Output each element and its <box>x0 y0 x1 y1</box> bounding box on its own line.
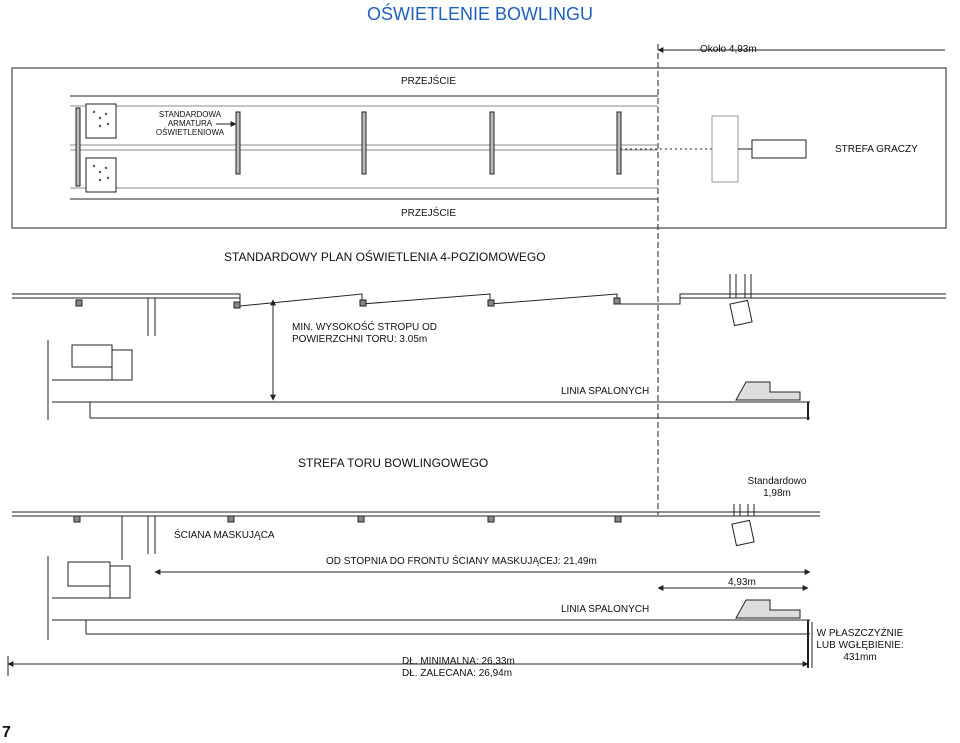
foul-line-label-1: LINIA SPALONYCH <box>561 386 650 397</box>
ceiling-note: MIN. WYSOKOŚĆ STROPU OD POWIERZCHNI TORU… <box>292 322 438 345</box>
approach-width-label: 4,93m <box>728 577 756 588</box>
overhead-monitor <box>729 299 753 327</box>
section2-title: STREFA TORU BOWLINGOWEGO <box>298 456 489 470</box>
pinsetter <box>71 344 113 368</box>
page-title: OŚWIETLENIE BOWLINGU <box>366 4 594 24</box>
light-fixture-4 <box>616 111 622 175</box>
pin-deck-2 <box>85 157 117 193</box>
light-fixture-1 <box>235 111 241 175</box>
section-lane-zone <box>7 504 820 676</box>
pin-deck-1 <box>85 103 117 139</box>
light-fixture-2 <box>361 111 367 175</box>
light-fixture-3 <box>489 111 495 175</box>
bowler-console <box>735 381 801 401</box>
overhead-monitor-2 <box>731 519 755 547</box>
bowler-console-2 <box>735 599 801 619</box>
section1-title: STANDARDOWY PLAN OŚWIETLENIA 4-POZIOMOWE… <box>224 250 546 264</box>
ball-return <box>711 115 739 183</box>
section-4-tier <box>12 274 946 420</box>
fixture-bar-pindeck <box>75 107 81 187</box>
player-console <box>751 139 807 159</box>
top-plan-view <box>11 44 947 515</box>
aisle-top-label: PRZEJŚCIE <box>401 76 457 87</box>
page-number: 7 <box>2 724 11 741</box>
foul-line-label-2: LINIA SPALONYCH <box>561 604 650 615</box>
recess-label: W PŁASZCZYŹNIE LUB WGŁĘBIENIE: 431mm <box>816 628 904 663</box>
ceiling-line <box>12 293 946 307</box>
fixture-label: STANDARDOWA ARMATURA OŚWIETLENIOWA <box>155 110 225 137</box>
rec-length-label: DŁ. ZALECANA: 26,94m <box>402 668 513 679</box>
min-length-label: DŁ. MINIMALNA: 26,33m <box>402 656 515 667</box>
player-zone-label: STREFA GRACZY <box>835 144 918 155</box>
masking-wall-label: ŚCIANA MASKUJĄCA <box>174 530 275 541</box>
width-label: Około 4,93m <box>700 44 757 55</box>
standard-height-label: Standardowo 1,98m <box>747 476 807 499</box>
plan-outline <box>11 67 947 229</box>
step-to-wall-label: OD STOPNIA DO FRONTU ŚCIANY MASKUJĄCEJ: … <box>326 556 597 567</box>
pinsetter-2 <box>67 561 111 587</box>
aisle-bottom-label: PRZEJŚCIE <box>401 208 457 219</box>
